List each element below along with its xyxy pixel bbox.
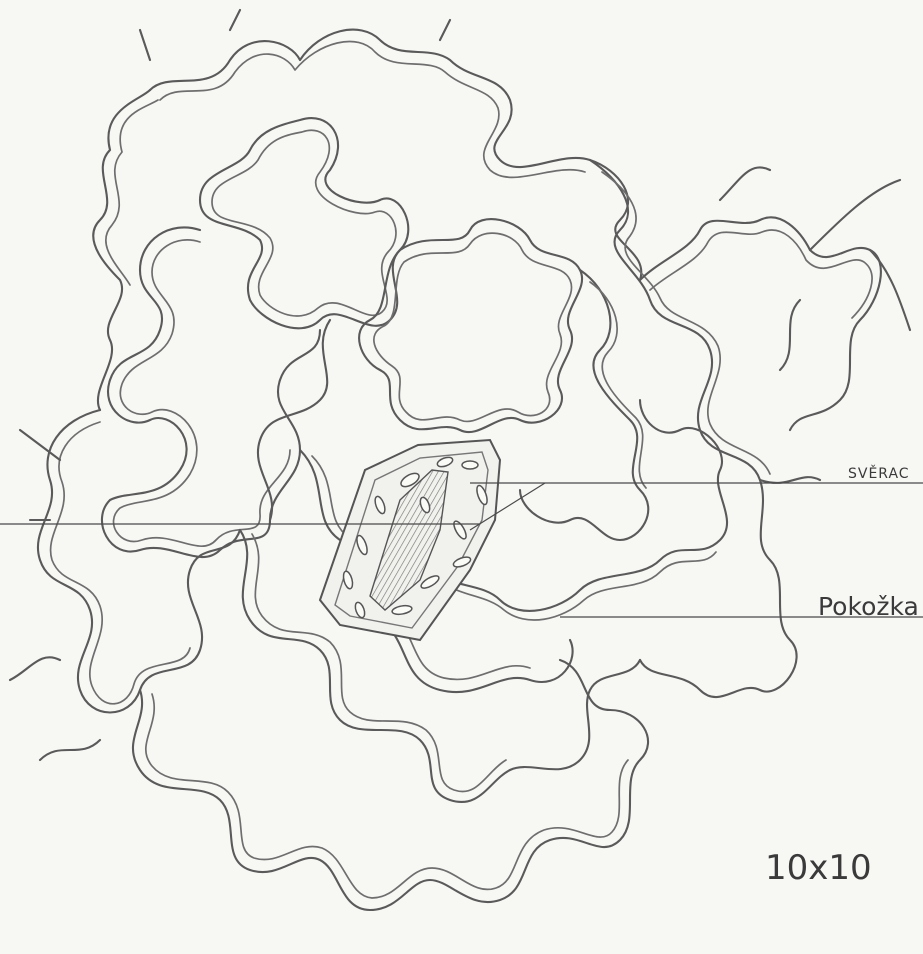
cell-wall xyxy=(10,430,100,760)
cell-wall xyxy=(51,422,190,704)
cell-wall xyxy=(114,240,290,546)
label-guard-cell: SVĚRAC xyxy=(848,466,910,482)
cell-wall xyxy=(359,219,582,432)
cell-wall xyxy=(160,42,585,178)
cell-wall xyxy=(102,227,320,557)
cell-wall xyxy=(106,100,158,285)
cell-wall xyxy=(650,230,872,318)
cell-wall xyxy=(150,30,641,280)
cell-wall xyxy=(212,130,396,316)
stoma xyxy=(320,440,500,640)
cell-wall xyxy=(146,694,628,898)
cell-wall xyxy=(140,10,910,483)
cell-wall xyxy=(590,282,646,488)
cell-wall xyxy=(38,410,240,713)
cell-wall xyxy=(520,270,648,540)
magnification-label: 10x10 xyxy=(765,848,872,888)
cell-wall xyxy=(200,118,408,328)
cell-wall xyxy=(133,660,648,910)
label-epidermis: Pokožka xyxy=(818,592,919,621)
cell-wall xyxy=(374,233,572,421)
